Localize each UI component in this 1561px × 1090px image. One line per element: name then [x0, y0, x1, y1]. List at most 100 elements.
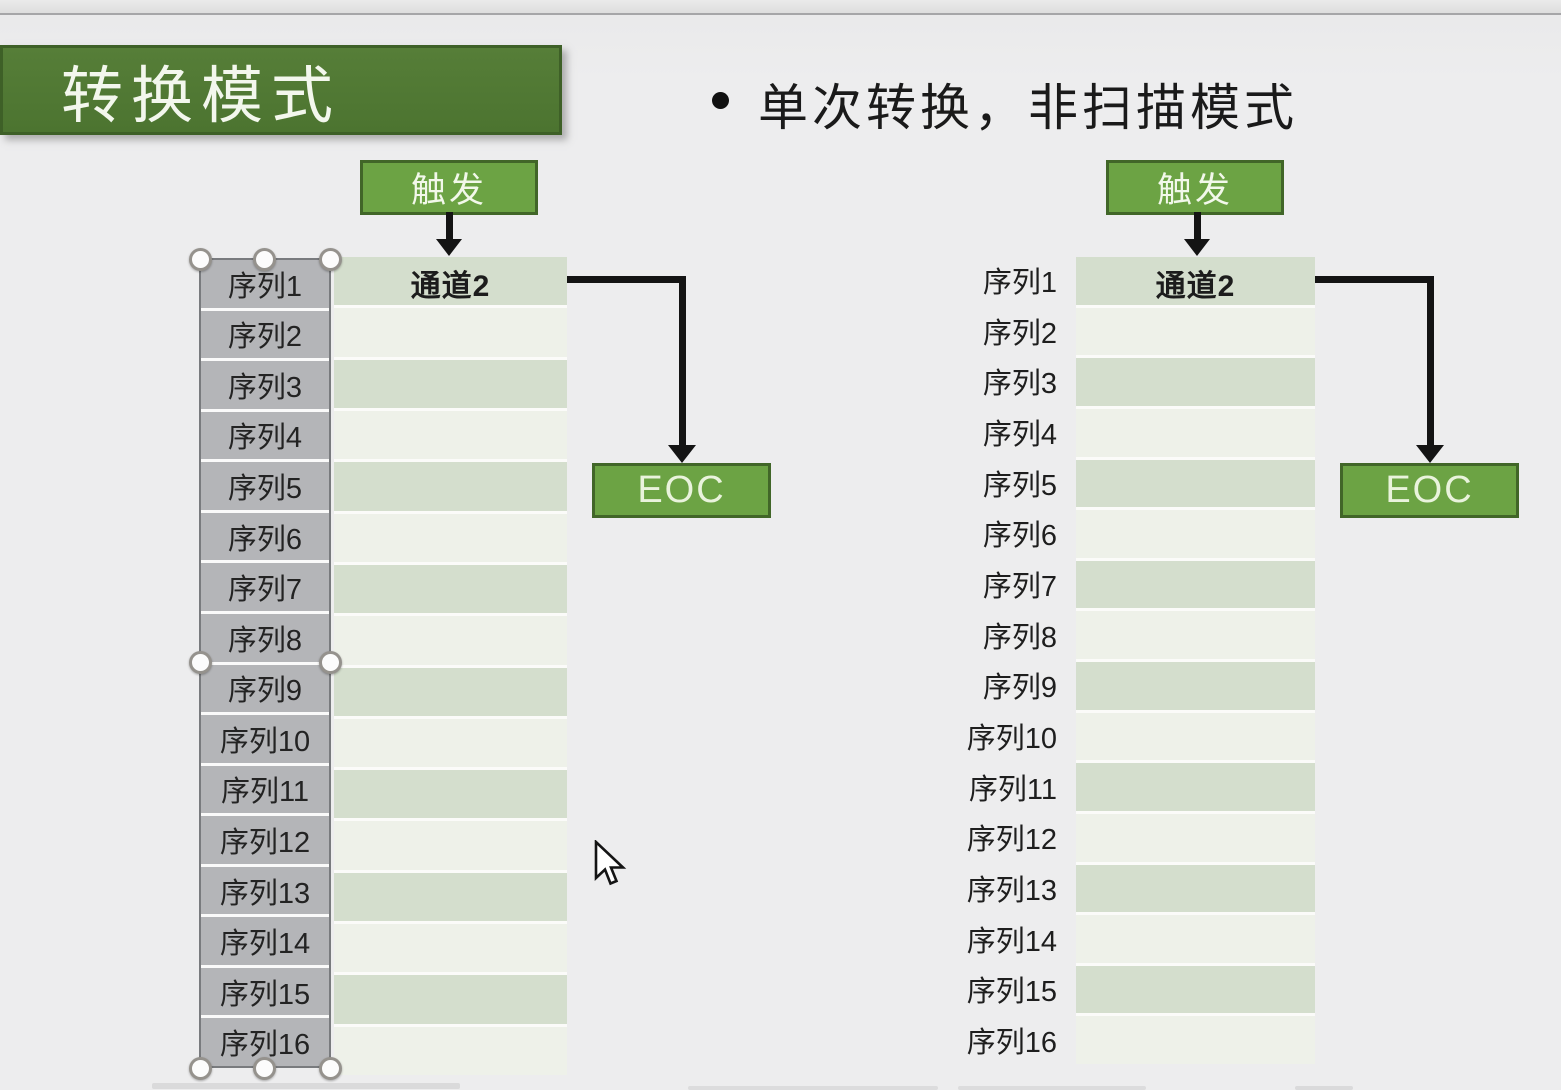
window-top-bar: [0, 0, 1561, 15]
sequence-cell[interactable]: 序列13: [201, 866, 329, 915]
channel-row[interactable]: [334, 616, 567, 665]
sequence-cell[interactable]: 序列5: [201, 462, 329, 510]
channel-row[interactable]: [1076, 965, 1315, 1014]
clipped-content-artifact: [1295, 1086, 1353, 1090]
trigger-box-right[interactable]: 触发: [1106, 160, 1284, 215]
sequence-label[interactable]: 序列13: [966, 875, 1057, 908]
sequence-cell[interactable]: 序列14: [201, 917, 329, 965]
mouse-cursor-icon: [594, 840, 627, 886]
bullet-text[interactable]: 单次转换，非扫描模式: [758, 80, 1298, 136]
sequence-cell[interactable]: 序列2: [201, 310, 329, 359]
sequence-label[interactable]: 序列15: [966, 976, 1057, 1009]
sequence-cell[interactable]: 序列7: [201, 563, 329, 611]
sequence-cell[interactable]: 序列9: [201, 664, 329, 713]
page-title: 转换模式: [61, 62, 342, 131]
channel-row[interactable]: [1076, 712, 1315, 761]
channel-row[interactable]: [1076, 307, 1315, 356]
clipped-content-artifact: [688, 1086, 938, 1090]
eoc-box-left[interactable]: EOC: [592, 463, 771, 518]
eoc-box-right[interactable]: EOC: [1340, 463, 1519, 518]
sequence-cell[interactable]: 序列15: [201, 967, 329, 1016]
selection-handle-top-left[interactable]: [189, 248, 212, 271]
channel-row[interactable]: [1076, 510, 1315, 558]
trigger-arrowhead-right: [1184, 239, 1210, 256]
sequence-cell[interactable]: 序列6: [201, 512, 329, 561]
eoc-connector-left-vertical: [679, 276, 686, 447]
channel-row[interactable]: [334, 462, 567, 511]
trigger-arrowhead-left: [436, 239, 462, 256]
trigger-arrow-right[interactable]: [1194, 212, 1201, 240]
channel-row[interactable]: [334, 718, 567, 768]
channel-row[interactable]: [334, 564, 567, 614]
sequence-cell[interactable]: 序列12: [201, 816, 329, 864]
sequence-cell[interactable]: 序列10: [201, 715, 329, 763]
channel-row[interactable]: [1076, 864, 1315, 913]
channel-column-left[interactable]: [334, 257, 567, 1075]
channel-row[interactable]: [1076, 560, 1315, 609]
channel-row[interactable]: [334, 872, 567, 922]
channel-row[interactable]: [334, 924, 567, 973]
slide-title-box[interactable]: 转换模式: [0, 45, 562, 135]
selection-handle-bottom-center[interactable]: [253, 1057, 276, 1080]
channel-row[interactable]: [1076, 763, 1315, 811]
channel-row[interactable]: [334, 257, 567, 306]
eoc-connector-right[interactable]: [1315, 276, 1434, 283]
clipped-content-artifact: [152, 1083, 460, 1089]
sequence-label[interactable]: 序列2: [982, 317, 1057, 350]
sequence-label[interactable]: 序列14: [966, 925, 1057, 958]
selection-handle-top-right[interactable]: [319, 248, 342, 271]
channel-row[interactable]: [1076, 358, 1315, 406]
channel-row[interactable]: [334, 667, 567, 716]
sequence-label[interactable]: 序列7: [982, 570, 1057, 603]
bullet-marker-icon: [712, 92, 729, 109]
sequence-label[interactable]: 序列8: [982, 621, 1057, 654]
sequence-cell[interactable]: 序列4: [201, 411, 329, 460]
channel-row[interactable]: [1076, 459, 1315, 508]
eoc-arrowhead-right: [1416, 445, 1444, 463]
channel-row[interactable]: [334, 975, 567, 1024]
channel-row[interactable]: [1076, 915, 1315, 963]
sequence-label[interactable]: 序列12: [966, 824, 1057, 857]
trigger-arrow-left[interactable]: [446, 212, 453, 240]
channel-row[interactable]: [334, 308, 567, 357]
eoc-connector-left[interactable]: [567, 276, 686, 283]
channel-row[interactable]: [334, 770, 567, 819]
channel-row[interactable]: [334, 410, 567, 460]
channel-row[interactable]: [334, 513, 567, 562]
sequence-cell[interactable]: 序列11: [201, 765, 329, 814]
sequence-label[interactable]: 序列1: [982, 266, 1057, 299]
eoc-arrowhead-left: [668, 445, 696, 463]
sequence-label[interactable]: 序列11: [968, 773, 1057, 806]
channel-value-right[interactable]: 通道2: [1155, 270, 1236, 303]
channel-row[interactable]: [1076, 662, 1315, 710]
sequence-label[interactable]: 序列3: [982, 368, 1057, 401]
sequence-label[interactable]: 序列4: [982, 418, 1057, 451]
channel-row[interactable]: [334, 1026, 567, 1075]
sequence-label[interactable]: 序列16: [966, 1027, 1057, 1060]
channel-row[interactable]: [334, 359, 567, 408]
sequence-label[interactable]: 序列6: [982, 520, 1057, 553]
sequence-label[interactable]: 序列9: [982, 672, 1057, 705]
selection-handle-mid-left[interactable]: [189, 651, 212, 674]
channel-row[interactable]: [1076, 1016, 1315, 1064]
selection-handle-top-center[interactable]: [253, 248, 276, 271]
channel-row[interactable]: [334, 821, 567, 870]
channel-row[interactable]: [1076, 408, 1315, 457]
selection-handle-bottom-left[interactable]: [189, 1057, 212, 1080]
channel-row[interactable]: [1076, 813, 1315, 862]
channel-row[interactable]: [1076, 257, 1315, 305]
sequence-cell[interactable]: 序列8: [201, 613, 329, 662]
sequence-label[interactable]: 序列10: [966, 723, 1057, 756]
sequence-label-column-right[interactable]: 序列1 序列2 序列3 序列4 序列5 序列6 序列7 序列8 序列9 序列10 序列11 序列12 序…: [940, 256, 1057, 1064]
eoc-connector-right-vertical: [1427, 276, 1434, 447]
channel-row[interactable]: [1076, 611, 1315, 659]
selection-handle-mid-right[interactable]: [319, 651, 342, 674]
sequence-label[interactable]: 序列5: [982, 469, 1057, 502]
clipped-content-artifact: [958, 1086, 1146, 1090]
channel-value-left[interactable]: 通道2: [410, 270, 491, 303]
trigger-box-left[interactable]: 触发: [360, 160, 538, 215]
selection-handle-bottom-right[interactable]: [319, 1057, 342, 1080]
channel-column-right[interactable]: [1076, 257, 1315, 1064]
sequence-cell[interactable]: 序列3: [201, 361, 329, 409]
